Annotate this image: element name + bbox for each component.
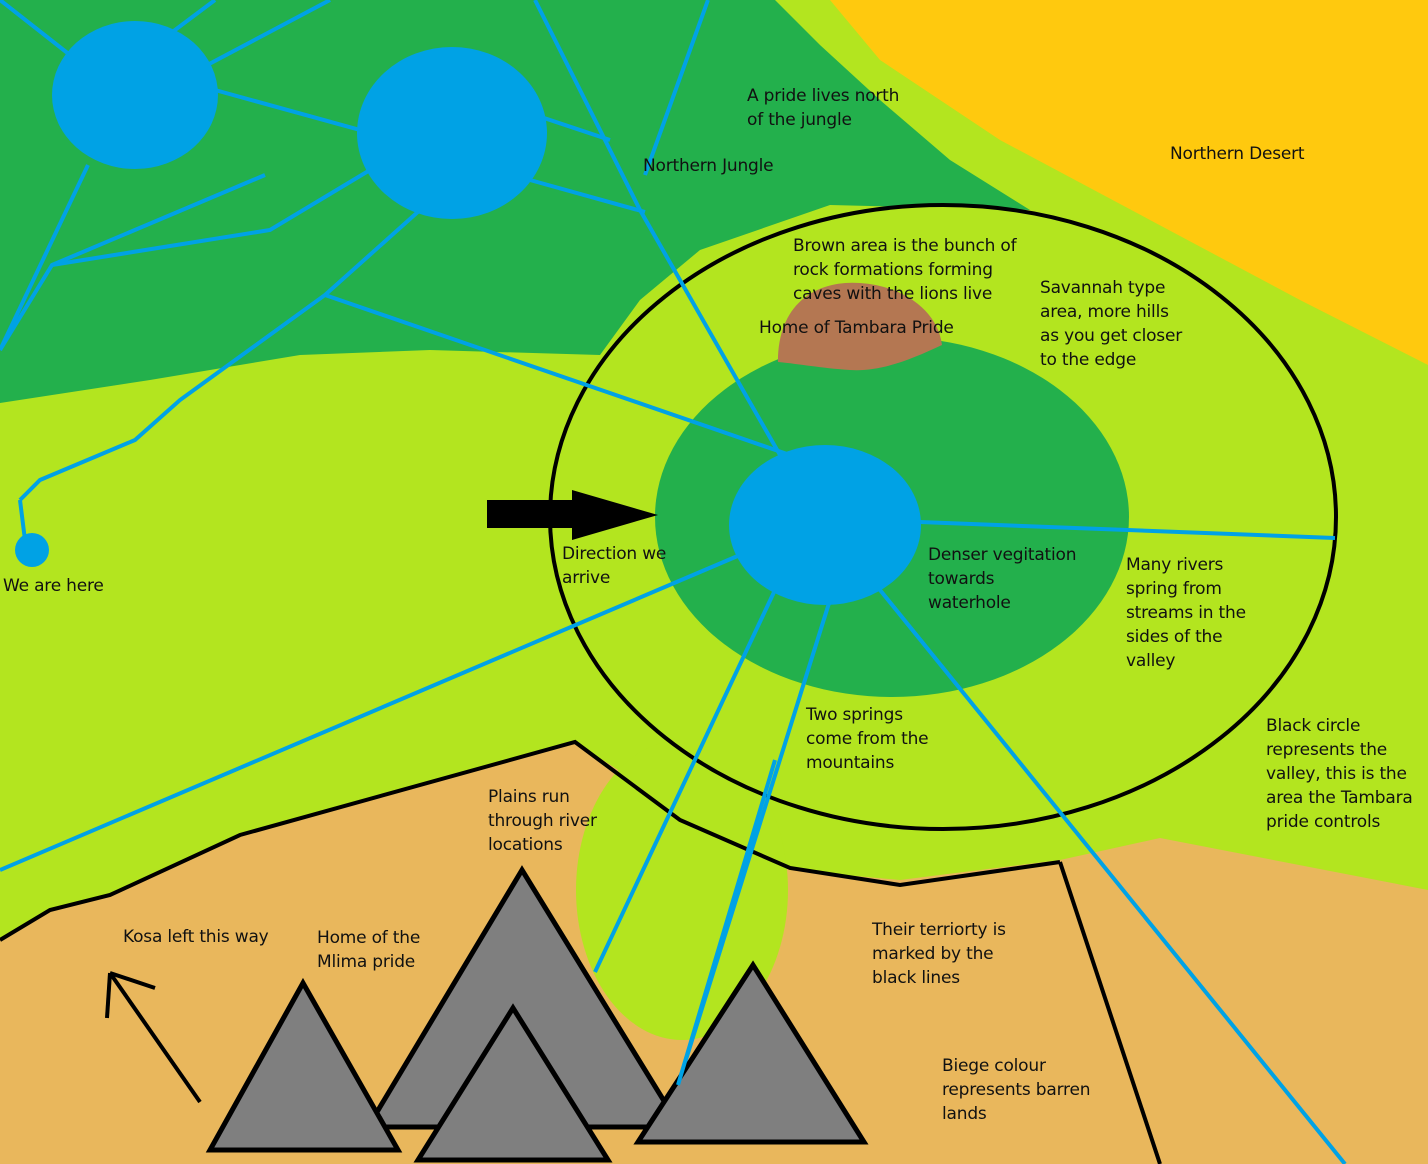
label-territory: Their terriorty is marked by the black l… [872,920,1006,988]
central-waterhole [729,445,921,605]
mountain-right [633,960,869,1145]
label-brown-area: Brown area is the bunch of rock formatio… [793,236,1017,304]
territory-border-west [0,739,1061,942]
mountains [205,865,869,1163]
label-two-springs: Two springs come from the mountains [806,705,929,773]
label-pride-north: A pride lives north of the jungle [747,86,900,130]
label-denser: Denser vegitation towards waterhole [928,545,1077,613]
label-savannah: Savannah type area, more hills as you ge… [1040,278,1183,370]
label-we-are-here: We are here [3,576,104,596]
label-kosa: Kosa left this way [123,927,269,947]
river-plains [576,740,788,1040]
spring-river-overlay [676,759,777,1086]
mountain-center [413,1003,613,1163]
label-biege: Biege colour represents barren lands [942,1056,1091,1124]
label-plains: Plains run through river locations [488,787,597,855]
mountain-left [205,977,403,1153]
waterhole-north [357,47,547,219]
we-are-here-marker [15,533,49,567]
label-home-tambara: Home of Tambara Pride [759,318,954,338]
label-home-mlima: Home of the Mlima pride [317,928,421,972]
label-northern-jungle: Northern Jungle [643,156,774,176]
label-many-rivers: Many rivers spring from streams in the s… [1126,555,1246,671]
arrival-arrow-icon [487,490,658,540]
northern-desert-region [830,0,1428,365]
territory-border-east [1058,861,1162,1164]
rivers [0,0,1347,1164]
label-northern-desert: Northern Desert [1170,144,1305,164]
rock-formations [778,282,942,371]
label-black-circle: Black circle represents the valley, this… [1266,716,1413,832]
waterhole-northwest [52,21,218,169]
label-direction: Direction we arrive [562,544,667,588]
kosa-direction-arrow-icon [105,971,202,1104]
